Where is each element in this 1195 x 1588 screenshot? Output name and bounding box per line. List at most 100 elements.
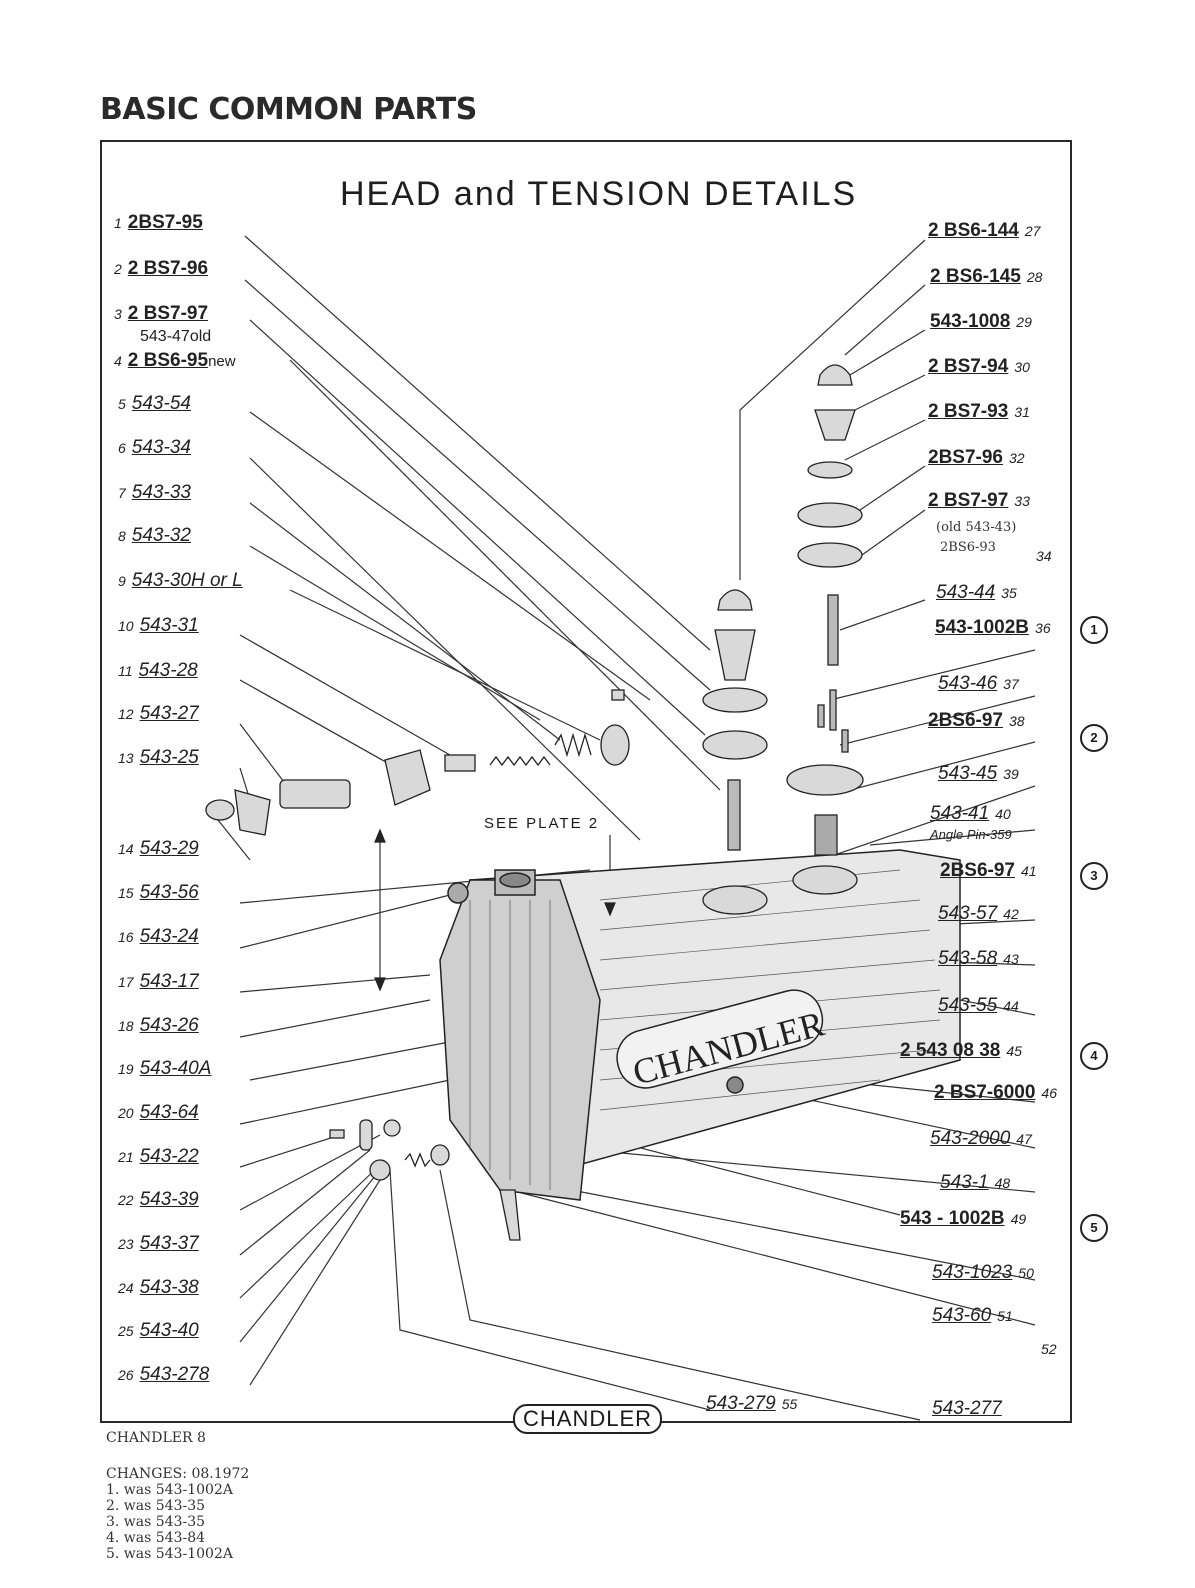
part-number: 543 - 1002B bbox=[900, 1208, 1005, 1229]
bottom-label-543-277: 543-277 bbox=[932, 1398, 1002, 1420]
label-number: 32 bbox=[1009, 450, 1025, 466]
label-number: 13 bbox=[118, 750, 134, 766]
part-number: 2 BS7-96 bbox=[127, 258, 209, 279]
change-marker-5: 5 bbox=[1080, 1214, 1108, 1242]
label-number: 6 bbox=[118, 440, 126, 456]
label-number: 28 bbox=[1026, 269, 1043, 285]
label-number: 41 bbox=[1021, 863, 1037, 879]
change-marker-3: 3 bbox=[1080, 862, 1108, 890]
part-suffix: new bbox=[208, 353, 236, 370]
footer-change-line: 4. was 543-84 bbox=[106, 1530, 206, 1546]
tension-parts-right bbox=[702, 364, 864, 915]
label-number: 5 bbox=[118, 396, 126, 412]
part-number: 2 BS6-144 bbox=[928, 220, 1019, 241]
label-number: 36 bbox=[1035, 620, 1051, 636]
part-number: 543-26 bbox=[139, 1015, 199, 1036]
leader-arrows bbox=[374, 828, 616, 992]
part-number: 543-2000 bbox=[930, 1128, 1011, 1149]
label-number: 19 bbox=[118, 1061, 134, 1077]
part-number: 543-64 bbox=[139, 1102, 199, 1123]
label-number: 47 bbox=[1016, 1131, 1032, 1147]
footer-model: CHANDLER 8 bbox=[106, 1430, 206, 1446]
part-number: 543-41 bbox=[930, 803, 990, 824]
label-number: 23 bbox=[118, 1236, 134, 1252]
change-marker-1: 1 bbox=[1080, 616, 1108, 644]
part-number: 543-44 bbox=[936, 582, 996, 603]
label-number: 44 bbox=[1003, 998, 1019, 1014]
label-number: 40 bbox=[995, 806, 1011, 822]
label-number: 7 bbox=[118, 485, 126, 501]
part-number: 543-27 bbox=[139, 703, 199, 724]
part-number: 543-32 bbox=[131, 525, 191, 546]
part-number: 543-37 bbox=[139, 1233, 199, 1254]
part-number: 543-56 bbox=[139, 882, 199, 903]
part-number: 2BS6-97 bbox=[940, 860, 1015, 881]
label-number: 34 bbox=[1036, 548, 1052, 564]
label-number: 10 bbox=[118, 618, 134, 634]
part-number: 543-40 bbox=[139, 1320, 199, 1341]
bottom-right-part: 543-277 bbox=[932, 1398, 1002, 1419]
part-number: 543-54 bbox=[131, 393, 191, 414]
right-label-32: 2BS7-96 32 bbox=[928, 447, 1025, 469]
label-number: 50 bbox=[1018, 1265, 1034, 1281]
bottom-left-part: 543-279 bbox=[706, 1393, 776, 1414]
right-label-47: 543-2000 47 bbox=[930, 1128, 1032, 1150]
left-note-4: 543-47old bbox=[140, 328, 212, 345]
part-number: 2 BS7-93 bbox=[928, 401, 1009, 422]
part-number: 543-29 bbox=[139, 838, 199, 859]
label-number: 2 bbox=[114, 261, 122, 277]
part-number: 2BS7-96 bbox=[928, 447, 1003, 468]
part-number: 543-1023 bbox=[932, 1262, 1013, 1283]
part-number: 543-31 bbox=[139, 615, 199, 636]
bs6-93-note: 2BS6-93 bbox=[940, 540, 996, 555]
left-label-2: 2 2 BS7-96 bbox=[114, 258, 208, 280]
label-number: 52 bbox=[1041, 1341, 1057, 1357]
part-number: 543-46 bbox=[938, 673, 998, 694]
chandler-badge: CHANDLER bbox=[513, 1404, 663, 1434]
label-number: 18 bbox=[118, 1018, 134, 1034]
label-number: 46 bbox=[1041, 1085, 1057, 1101]
old-43-note: (old 543-43) bbox=[936, 520, 1017, 535]
label-number: 27 bbox=[1024, 223, 1041, 239]
part-number: 543-24 bbox=[139, 926, 199, 947]
right-label-35: 543-44 35 bbox=[936, 582, 1017, 604]
tension-parts-center bbox=[702, 589, 768, 851]
label-number: 30 bbox=[1014, 359, 1030, 375]
label-number: 4 bbox=[114, 353, 122, 369]
part-number: 543-1 bbox=[940, 1172, 989, 1193]
label-number: 35 bbox=[1001, 585, 1017, 601]
part-number: 543-38 bbox=[139, 1277, 199, 1298]
part-number: 543-278 bbox=[139, 1364, 210, 1385]
label-number: 38 bbox=[1009, 713, 1025, 729]
part-number: 543-1002B bbox=[935, 617, 1030, 638]
part-number: 2BS6-97 bbox=[928, 710, 1003, 731]
label-number: 49 bbox=[1010, 1211, 1027, 1227]
right-label-36: 543-1002B 36 bbox=[935, 617, 1051, 639]
part-number: 543-28 bbox=[138, 660, 198, 681]
part-number: 2 BS7-97 bbox=[928, 490, 1009, 511]
label-number: 12 bbox=[118, 706, 134, 722]
part-number: 543-22 bbox=[139, 1146, 199, 1167]
footer-change-line: 5. was 543-1002A bbox=[106, 1546, 233, 1562]
